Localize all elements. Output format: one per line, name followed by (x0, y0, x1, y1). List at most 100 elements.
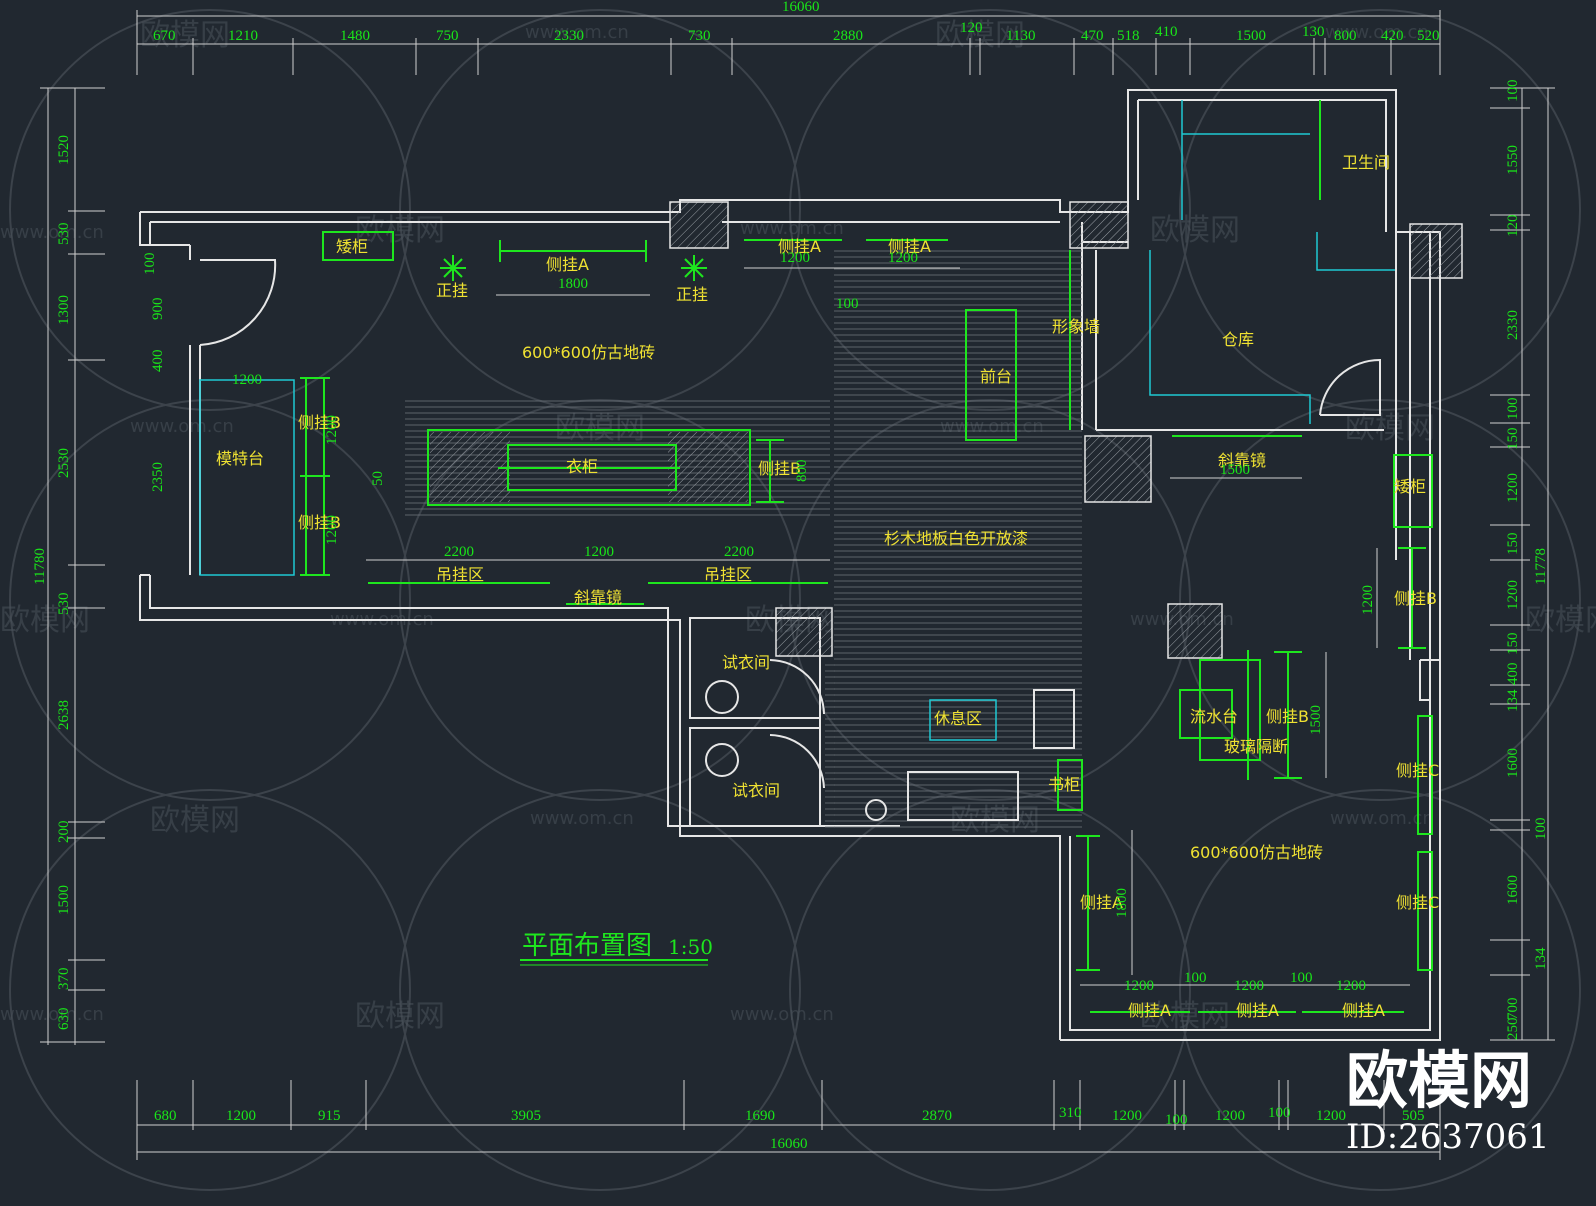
dim-right: 1200 (1505, 580, 1521, 610)
label-side-hang-a: 侧挂A (1128, 1001, 1171, 1020)
dim-right: 1200 (1505, 473, 1521, 503)
right-dimension-line: 100 1550 120 2330 100 150 1200 150 1200 … (1490, 80, 1555, 1041)
dim-top: 2880 (833, 28, 863, 44)
dim-right: 250 (1505, 1018, 1521, 1041)
watermark-brand: 欧模网 (1345, 411, 1435, 446)
dim-top: 800 (1334, 28, 1357, 44)
label-side-hang-b: 侧挂B (1266, 707, 1309, 726)
dim-top-total: 16060 (782, 0, 820, 15)
dim-right: 1600 (1505, 748, 1521, 778)
dim-left-550: 530 (56, 593, 72, 616)
watermark-brand: 欧模网 (1525, 603, 1596, 638)
dim-bottom: 1690 (745, 1108, 775, 1124)
dim-left: 200 (56, 821, 72, 844)
label-rest-area: 休息区 (934, 709, 982, 728)
watermark-brand: 欧模网 (1140, 999, 1230, 1034)
dim-top: 750 (436, 28, 459, 44)
dim-left: 1520 (56, 135, 72, 165)
dim-inner: 100 (1290, 970, 1313, 986)
dim-top: 1480 (340, 28, 370, 44)
dim-top: 730 (688, 28, 711, 44)
columns (669, 201, 1463, 659)
watermark-brand: 欧模网 (140, 18, 230, 53)
label-slant-mirror: 斜靠镜 (574, 588, 622, 607)
label-side-hang-a: 侧挂A (546, 255, 589, 274)
furniture (199, 100, 1433, 1013)
dim-right: 1600 (1505, 875, 1521, 905)
dim-bottom: 2870 (922, 1108, 952, 1124)
star-icon (681, 255, 707, 281)
dim-left: 1300 (56, 295, 72, 325)
watermark-url: www.om.cn (1325, 22, 1429, 43)
plan-scale: 1:50 (668, 935, 713, 959)
dim-bottom: 3905 (511, 1108, 541, 1124)
dim-right: 120 (1505, 215, 1521, 238)
dim-inner: 1200 (324, 515, 340, 545)
dim-top: 520 (1417, 28, 1440, 44)
label-fitting-room: 试衣间 (722, 653, 770, 672)
dim-inner: 1200 (324, 415, 340, 445)
dim-right: 134 (1533, 947, 1549, 970)
watermark-url: www.om.cn (530, 808, 634, 829)
star-icon (440, 255, 466, 281)
dim-left: 2530 (56, 448, 72, 478)
watermark-url: www.om.cn (0, 1004, 104, 1025)
dim-top: 2330 (554, 28, 584, 44)
label-hanging-zone: 吊挂区 (436, 565, 484, 584)
dim-bottom: 1200 (1215, 1108, 1245, 1124)
label-low-cabinet: 矮柜 (336, 237, 368, 256)
dim-inner: 1200 (888, 250, 918, 266)
watermark-brand: 欧模网 (1150, 213, 1240, 248)
dim-left: 370 (56, 968, 72, 991)
label-side-hang-c: 侧挂C (1396, 893, 1439, 912)
dim-inner: 100 (1184, 970, 1207, 986)
label-fitting-room: 试衣间 (732, 781, 780, 800)
dim-left-total: 11780 (32, 548, 48, 585)
watermark-url: www.om.cn (130, 416, 234, 437)
dim-bottom: 310 (1059, 1105, 1082, 1121)
watermark-id: ID:2637061 (1346, 1117, 1550, 1157)
dim-bottom: 915 (318, 1108, 341, 1124)
watermark-brand: 欧模网 (150, 803, 240, 838)
dim-left: 2638 (56, 700, 72, 730)
watermark-url: www.om.cn (740, 218, 844, 239)
left-dimension-line: 1520 530 1300 2530 2638 200 1500 370 630… (32, 87, 105, 1045)
dim-bottom: 1200 (226, 1108, 256, 1124)
dim-top: 120 (960, 20, 983, 36)
watermark-url: www.om.cn (525, 22, 629, 43)
watermark-url: www.om.cn (730, 1004, 834, 1025)
plan-title: 平面布置图 (522, 931, 652, 961)
top-dimension-line: 16060 670 1210 1480 750 2330 730 2880 12… (136, 0, 1441, 75)
label-wardrobe: 衣柜 (566, 457, 598, 476)
label-side-hang-a: 侧挂A (888, 237, 931, 256)
dim-inner: 2350 (150, 462, 166, 492)
dim-top: 1500 (1236, 28, 1266, 44)
dim-right: 2330 (1505, 310, 1521, 340)
label-side-hang-a: 侧挂A (1342, 1001, 1385, 1020)
dim-inner: 1800 (1114, 888, 1130, 918)
dim-right: 400 (1505, 663, 1521, 686)
dim-inner: 800 (794, 460, 810, 483)
dim-right-total: 11778 (1533, 548, 1549, 585)
dim-top: 130 (1302, 24, 1325, 40)
dim-top: 470 (1081, 28, 1104, 44)
dim-inner: 1200 (780, 250, 810, 266)
label-front-hang: 正挂 (676, 285, 708, 304)
dim-left: 1500 (56, 885, 72, 915)
dim-left: 530 (56, 223, 72, 246)
dim-bottom: 100 (1268, 1105, 1291, 1121)
dim-right: 1550 (1505, 145, 1521, 175)
dim-top: 518 (1117, 28, 1140, 44)
dim-bottom-total: 16060 (770, 1136, 808, 1152)
dim-inner: 900 (150, 298, 166, 321)
inner-dimensions: 1200 1800 1200 1200 100 100 900 400 2350… (142, 250, 1376, 994)
dim-bottom: 505 (1402, 1108, 1425, 1124)
dim-left: 630 (56, 1008, 72, 1031)
label-slant-mirror: 斜靠镜 (1218, 451, 1266, 470)
label-glass-partition: 玻璃隔断 (1224, 737, 1288, 756)
dim-right: 100 (1505, 80, 1521, 103)
label-side-hang-a: 侧挂A (1080, 893, 1123, 912)
dim-inner: 1200 (1124, 978, 1154, 994)
drawing-title: 平面布置图 1:50 (520, 931, 713, 966)
label-reception: 前台 (980, 367, 1012, 386)
